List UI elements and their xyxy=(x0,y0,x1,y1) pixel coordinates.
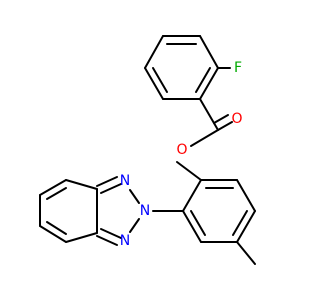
bond xyxy=(96,176,118,187)
bond xyxy=(190,210,206,236)
bond xyxy=(190,129,219,147)
bond xyxy=(182,210,202,243)
bond xyxy=(217,121,233,131)
atom-label: N xyxy=(120,233,130,249)
bond xyxy=(152,67,168,93)
bond xyxy=(182,179,202,212)
bonds xyxy=(39,35,256,265)
bond xyxy=(39,225,67,243)
atom-label: F xyxy=(234,60,242,76)
bond xyxy=(195,67,211,93)
bond xyxy=(144,67,164,100)
bond xyxy=(100,228,122,239)
bond xyxy=(129,189,140,204)
bond xyxy=(213,114,229,124)
bond xyxy=(236,241,256,265)
bond xyxy=(46,187,67,200)
atom-label: N xyxy=(120,173,130,189)
atom-labels: F O O N N N xyxy=(120,60,243,249)
atom-label: O xyxy=(231,111,242,127)
bond xyxy=(96,235,118,246)
bond xyxy=(236,210,256,243)
bond xyxy=(199,67,219,100)
bond xyxy=(65,179,98,190)
atom-label: N xyxy=(140,203,150,219)
molecule-structure: F O O N N N xyxy=(39,35,256,265)
bond xyxy=(199,35,219,69)
bond xyxy=(100,183,122,194)
bond xyxy=(39,179,67,196)
bond xyxy=(144,35,164,69)
atom-label: O xyxy=(176,142,187,158)
bond xyxy=(232,210,248,236)
bond xyxy=(176,161,202,181)
bond xyxy=(65,232,98,243)
bond xyxy=(129,218,140,233)
bond xyxy=(199,98,219,131)
bond xyxy=(236,179,256,212)
bond xyxy=(46,221,67,235)
